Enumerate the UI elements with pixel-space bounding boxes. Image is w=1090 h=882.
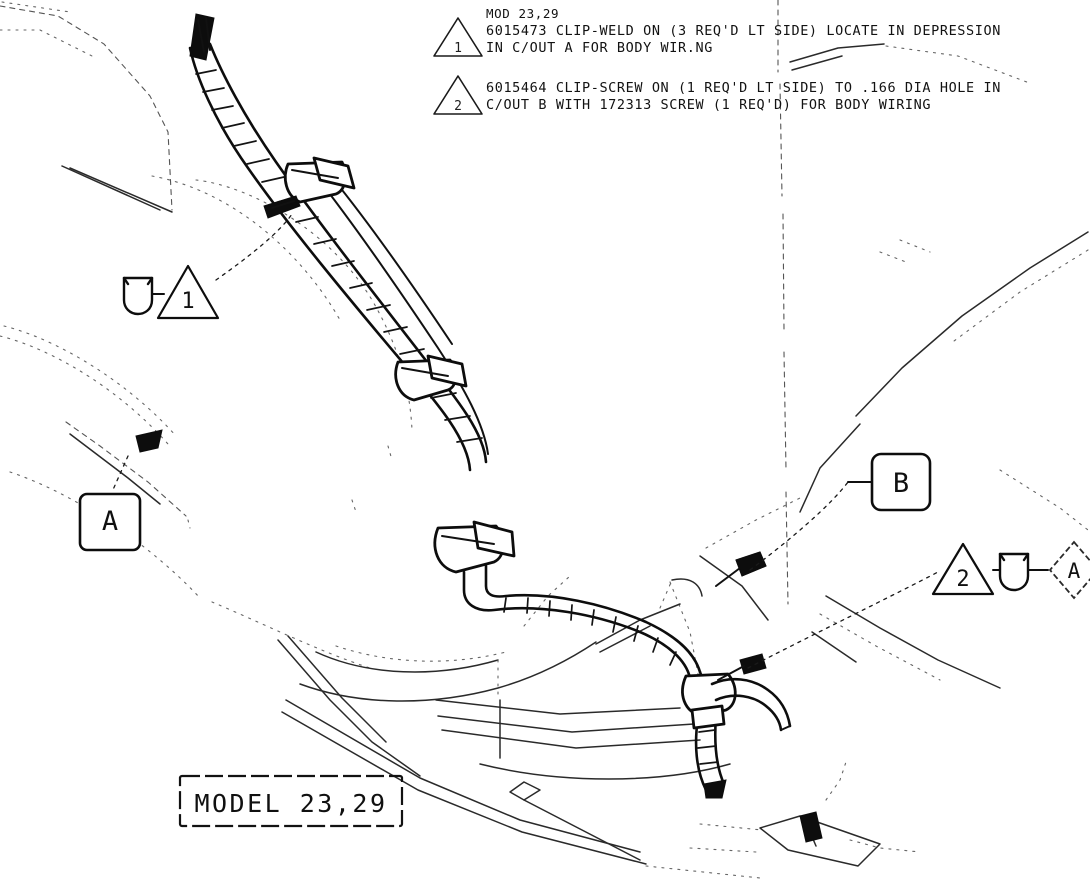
wiring-harness [188, 13, 792, 799]
note-1-line-2: IN C/OUT A FOR BODY WIR.NG [486, 40, 713, 56]
detail-a-diamond-icon[interactable]: A [1048, 540, 1090, 600]
note-2-line-1: 6015464 CLIP-SCREW ON (1 REQ'D LT SIDE) … [486, 80, 1001, 96]
model-box [178, 774, 404, 828]
harness-clip-upper [283, 156, 356, 204]
model-title-block: MODEL 23,29 [178, 774, 404, 828]
note-1-number: 1 [454, 41, 462, 56]
note-1-triangle-icon: 1 [433, 17, 483, 57]
clip-weld-triangle-icon[interactable]: 1 [156, 264, 220, 320]
harness-clip-lower [433, 520, 516, 574]
cutout-a-label: A [102, 506, 118, 537]
detail-a-label: A [1068, 559, 1081, 583]
callout-clip-weld-group[interactable]: 1 [122, 213, 293, 320]
cutout-b-box[interactable] [870, 452, 932, 512]
note-2-line-2: C/OUT B WITH 172313 SCREW (1 REQ'D) FOR … [486, 97, 931, 113]
cutout-b-label: B [893, 468, 909, 499]
callout-cutout-b-group[interactable]: B [735, 452, 932, 577]
notes-header: MOD 23,29 [486, 6, 559, 21]
clip-screw-triangle-icon[interactable]: 2 [931, 542, 995, 596]
model-label: MODEL 23,29 [194, 789, 387, 818]
callout-clip-screw-group[interactable]: 2 A [747, 540, 1090, 669]
cutout-a-box[interactable] [78, 492, 142, 552]
notes-block: 1 MOD 23,29 6015473 CLIP-WELD ON (3 REQ'… [433, 6, 1001, 115]
clip-screw-number: 2 [956, 567, 969, 592]
note-2-triangle-icon: 2 [433, 75, 483, 115]
clip-weld-clip-icon [122, 276, 154, 316]
harness-clip-middle [394, 354, 468, 402]
clip-weld-number: 1 [181, 289, 194, 314]
note-1-line-1: 6015473 CLIP-WELD ON (3 REQ'D LT SIDE) L… [486, 23, 1001, 39]
clip-screw-clip-icon [998, 552, 1030, 592]
callout-cutout-a-group[interactable]: A [78, 429, 163, 552]
harness-junction [681, 672, 792, 799]
note-2-number: 2 [454, 99, 462, 114]
